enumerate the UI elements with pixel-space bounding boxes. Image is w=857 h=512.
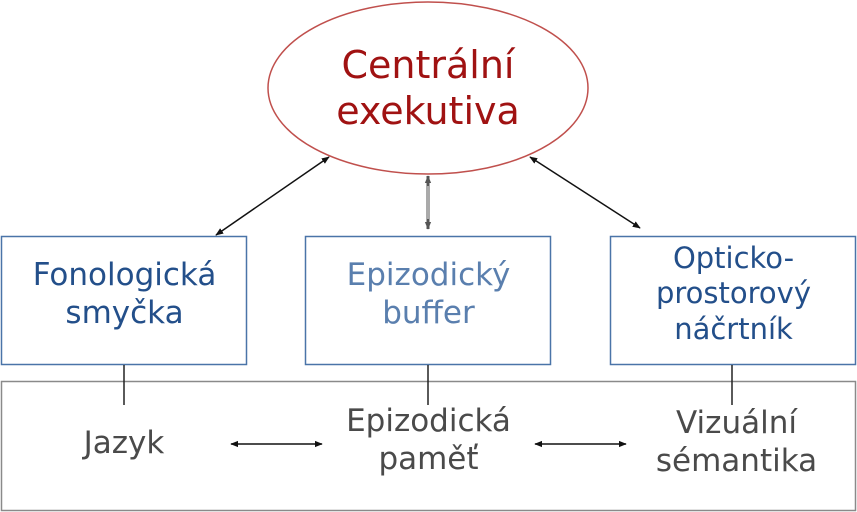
episodic-buffer-label: Epizodický buffer — [306, 257, 551, 333]
phonological-loop-label: Fonologická smyčka — [2, 257, 247, 333]
episodic-memory-label: Epizodická paměť — [326, 403, 531, 479]
language-label: Jazyk — [83, 425, 165, 461]
arrow-central-visuo — [529, 156, 641, 229]
central-executive-ellipse — [267, 1, 589, 175]
central-executive-line2: exekutiva — [336, 89, 520, 134]
phonological-loop-line2: smyčka — [65, 294, 184, 331]
episodic-memory-line2: paměť — [378, 440, 479, 477]
central-executive-line1: Centrální — [341, 43, 515, 87]
phonological-loop-box — [0, 235, 248, 366]
arrow-central-phono — [215, 156, 330, 236]
visuospatial-line2: prostorový — [655, 276, 811, 311]
episodic-memory-line1: Epizodická — [346, 403, 511, 439]
visual-semantics-line2: sémantika — [655, 442, 818, 479]
visuospatial-sketchpad-box — [609, 235, 857, 366]
central-executive-label: Centrální exekutiva — [268, 42, 588, 135]
episodic-buffer-box — [304, 235, 552, 366]
visuospatial-line1: Opticko- — [672, 241, 795, 275]
episodic-buffer-line2: buffer — [382, 294, 475, 331]
visuospatial-line3: náčrtník — [674, 311, 793, 346]
phonological-loop-line1: Fonologická — [32, 257, 217, 293]
visual-semantics-label: Vizuální sémantika — [634, 405, 839, 481]
episodic-buffer-line1: Epizodický — [346, 257, 511, 293]
visual-semantics-line1: Vizuální — [676, 405, 797, 441]
visuospatial-sketchpad-label: Opticko- prostorový náčrtník — [611, 241, 856, 347]
